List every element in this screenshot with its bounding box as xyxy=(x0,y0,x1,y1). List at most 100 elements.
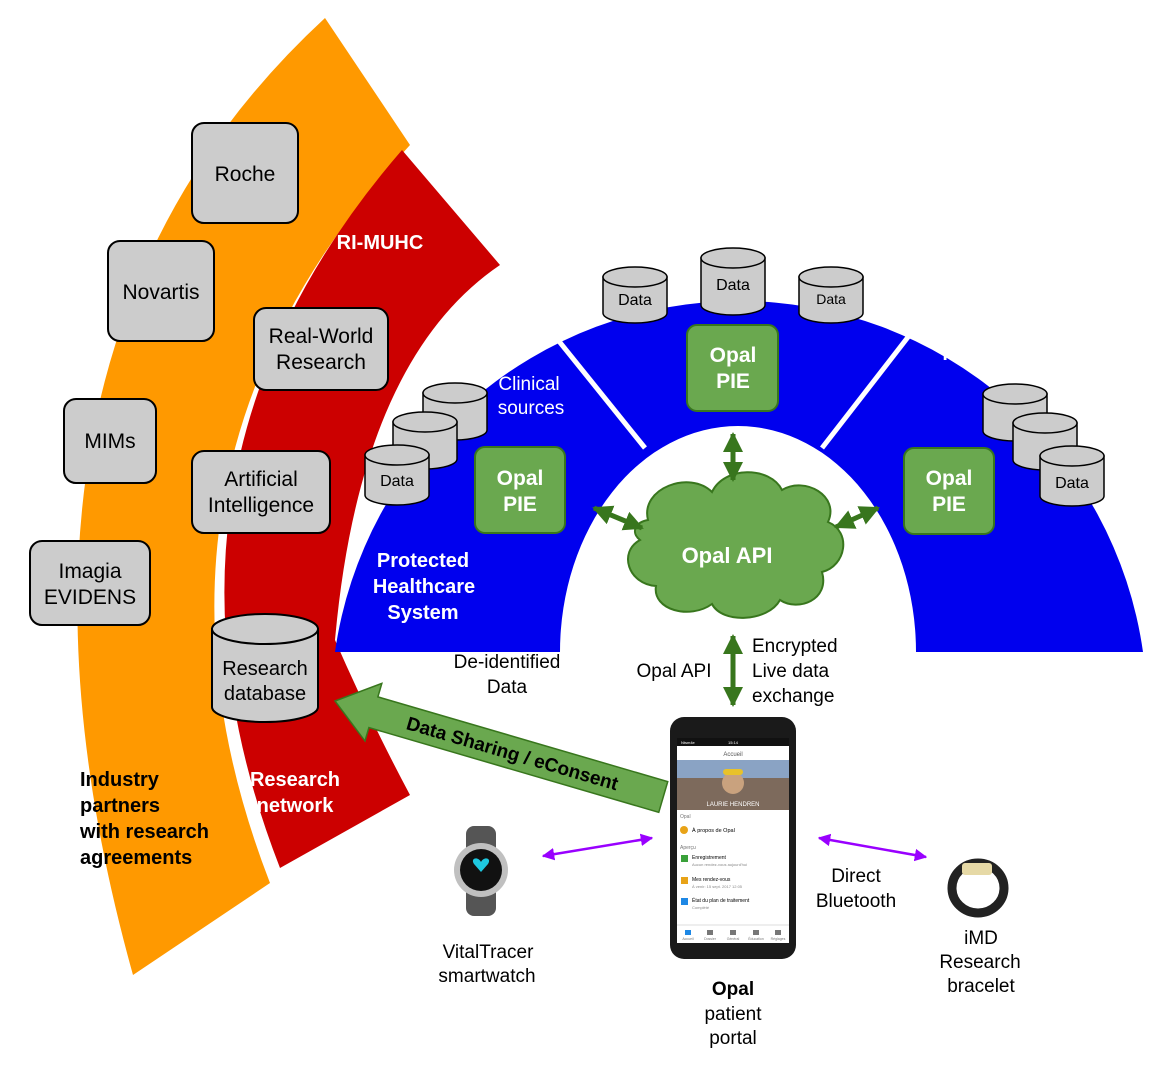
phone-about: À propos de Opal xyxy=(692,827,735,834)
bracelet-label-1: iMD xyxy=(964,928,998,949)
bracelet-label-2: Research xyxy=(939,952,1020,973)
phone-nav-2: Dossier xyxy=(704,937,717,941)
portal-label-1: patient xyxy=(704,1004,762,1025)
arrow-muhc-api xyxy=(592,505,644,531)
opal-api-cloud-label: Opal API xyxy=(682,543,773,568)
phone-item-3-sub: Complété xyxy=(692,905,710,910)
phone-nav-3: Général xyxy=(727,937,740,941)
future-data-label: Data xyxy=(1055,475,1089,492)
future-data-stack xyxy=(982,383,1105,507)
deidentified-label-1: De-identified xyxy=(454,652,561,673)
partner-mims-label: MIMs xyxy=(84,430,135,453)
partner-imagia-label-2: EVIDENS xyxy=(44,586,136,609)
partner-box-imagia xyxy=(29,540,151,626)
bluetooth-label-2: Bluetooth xyxy=(816,891,896,912)
phone-item-1-sub: Aucun rendez-vous aujourd'hui xyxy=(692,862,747,867)
research-database-label-2: database xyxy=(224,683,306,705)
ste-justine-data-2-label: Data xyxy=(716,277,750,294)
arrow-future-api xyxy=(834,505,880,530)
ste-justine-data-2-icon xyxy=(700,247,766,316)
phone-status-time: 15:14 xyxy=(728,740,739,745)
partner-novartis-label: Novartis xyxy=(122,281,199,304)
phone-item-2-sub: À venir: 15 sept. 2017 12:05 xyxy=(692,884,743,889)
portal-label-2: portal xyxy=(709,1028,757,1049)
bracelet-icon xyxy=(947,858,1009,918)
phone-nav-5: Réglages xyxy=(771,937,786,941)
phone-status-left: Ntsm4e xyxy=(681,740,696,745)
phone-nav-4: Éducation xyxy=(748,936,764,941)
partner-imagia-label-1: Imagia xyxy=(58,560,121,583)
hospital-arc xyxy=(335,300,1143,652)
future-opal-pie-box xyxy=(903,447,995,535)
smartwatch-icon xyxy=(454,826,508,916)
industry-title-4: agreements xyxy=(80,847,192,869)
industry-partner-boxes xyxy=(29,122,299,626)
real-world-research-label-1: Real-World xyxy=(269,325,374,348)
ste-justine-opal-pie-label-2: PIE xyxy=(716,370,750,393)
future-opal-pie-label-1: Opal xyxy=(926,467,973,490)
artificial-intelligence-box xyxy=(191,450,331,534)
opal-phone: Ntsm4e 15:14 Accueil LAURIE HENDREN Opal… xyxy=(670,717,796,959)
bracelet-label-3: bracelet xyxy=(947,976,1015,997)
industry-title-3: with research xyxy=(79,821,209,843)
protected-label-2: Healthcare xyxy=(373,576,475,598)
muhc-opal-pie-label-1: Opal xyxy=(497,467,544,490)
artificial-intelligence-label-1: Artificial xyxy=(224,468,298,491)
protected-label-3: System xyxy=(387,602,458,624)
future-hospital-title-2: Hospital xyxy=(943,344,1018,365)
phone-nav-1: Accueil xyxy=(682,937,694,941)
ste-justine-data-3-label: Data xyxy=(816,291,846,307)
future-hospital-title-1: Future xyxy=(950,318,1009,339)
research-title: RI-MUHC xyxy=(337,232,424,254)
phone-banner-name: LAURIE HENDREN xyxy=(706,802,759,808)
partner-box-mims xyxy=(63,398,157,484)
future-opal-pie-label-2: PIE xyxy=(932,493,966,516)
muhc-opal-pie-box xyxy=(474,446,566,534)
phone-section-apercu: Aperçu xyxy=(680,845,696,851)
research-database-icon xyxy=(211,613,319,723)
encrypted-label-2: Live data xyxy=(752,661,830,682)
ste-justine-data-1-label: Data xyxy=(618,292,652,309)
research-network-label-2: network xyxy=(257,795,335,817)
portal-title: Opal xyxy=(712,979,754,1000)
muhc-data-stack xyxy=(364,382,488,506)
real-world-research-label-2: Research xyxy=(276,351,366,374)
ste-justine-opal-pie-label-1: Opal xyxy=(710,344,757,367)
muhc-data-label: Data xyxy=(380,473,414,490)
muhc-opal-pie-label-2: PIE xyxy=(503,493,537,516)
phone-item-2-title: Mes rendez-vous xyxy=(692,877,731,883)
ste-justine-data-1-icon xyxy=(602,266,668,324)
partner-box-roche xyxy=(191,122,299,224)
arc-divider-left xyxy=(498,266,647,450)
research-network-label-1: Research xyxy=(250,769,340,791)
smartwatch-label-2: smartwatch xyxy=(438,966,535,987)
data-sharing-label: Data Sharing / eConsent xyxy=(404,713,621,795)
phone-item-3-title: État du plan de traitement xyxy=(692,897,750,904)
encrypted-label-1: Encrypted xyxy=(752,636,838,657)
phone-header: Accueil xyxy=(723,752,742,758)
artificial-intelligence-label-2: Intelligence xyxy=(208,494,314,517)
bluetooth-label-1: Direct xyxy=(831,866,881,887)
encrypted-label-3: exchange xyxy=(752,686,834,707)
opal-api-side-label: Opal API xyxy=(637,661,712,682)
protected-label-1: Protected xyxy=(377,550,469,572)
research-database-label-1: Research xyxy=(222,658,308,680)
deidentified-label-2: Data xyxy=(487,677,528,698)
bluetooth-arrow-bracelet xyxy=(817,833,928,862)
real-world-research-box xyxy=(253,307,389,391)
arc-divider-right xyxy=(820,268,962,450)
partner-box-novartis xyxy=(107,240,215,342)
ste-justine-data-3-icon xyxy=(798,266,864,324)
bluetooth-arrow-watch xyxy=(541,833,654,861)
partner-roche-label: Roche xyxy=(215,163,276,186)
smartwatch-label-1: VitalTracer xyxy=(443,942,534,963)
industry-title-1: Industry xyxy=(80,769,160,791)
phone-item-1-title: Enregistrement xyxy=(692,855,727,861)
phone-section-opal: Opal xyxy=(680,814,691,820)
industry-title-2: partners xyxy=(80,795,160,817)
ste-justine-opal-pie-box xyxy=(686,324,779,412)
clinical-sources-label-1: Clinical xyxy=(498,374,559,395)
clinical-sources-label-2: sources xyxy=(498,398,565,419)
muhc-title: MUHC xyxy=(459,339,516,360)
